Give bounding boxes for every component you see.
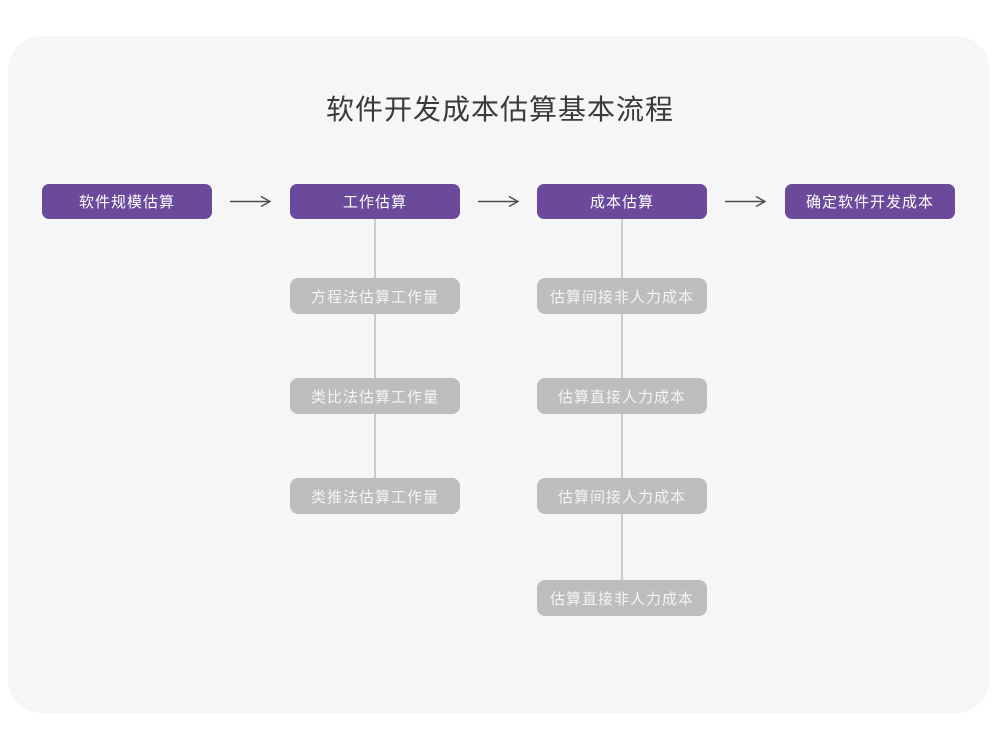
flowchart-canvas (8, 36, 990, 713)
arrow-right-icon (724, 195, 768, 208)
sub-node-analogy-method: 类比法估算工作量 (290, 378, 460, 414)
arrow-right-icon (229, 195, 273, 208)
flow-node-cost-estimation: 成本估算 (537, 184, 707, 219)
sub-node-extrapolation-method: 类推法估算工作量 (290, 478, 460, 514)
sub-node-direct-nonlabor-cost: 估算直接非人力成本 (537, 580, 707, 616)
diagram-title: 软件开发成本估算基本流程 (325, 94, 674, 125)
connector-line-work-estimation (374, 219, 376, 500)
sub-node-indirect-labor-cost: 估算间接人力成本 (537, 478, 707, 514)
sub-node-indirect-nonlabor-cost: 估算间接非人力成本 (537, 278, 707, 314)
flow-node-software-scale-estimation: 软件规模估算 (42, 184, 212, 219)
arrow-right-icon (477, 195, 521, 208)
sub-node-direct-labor-cost: 估算直接人力成本 (537, 378, 707, 414)
flow-node-determine-development-cost: 确定软件开发成本 (785, 184, 955, 219)
flow-node-work-estimation: 工作估算 (290, 184, 460, 219)
sub-node-equation-method: 方程法估算工作量 (290, 278, 460, 314)
